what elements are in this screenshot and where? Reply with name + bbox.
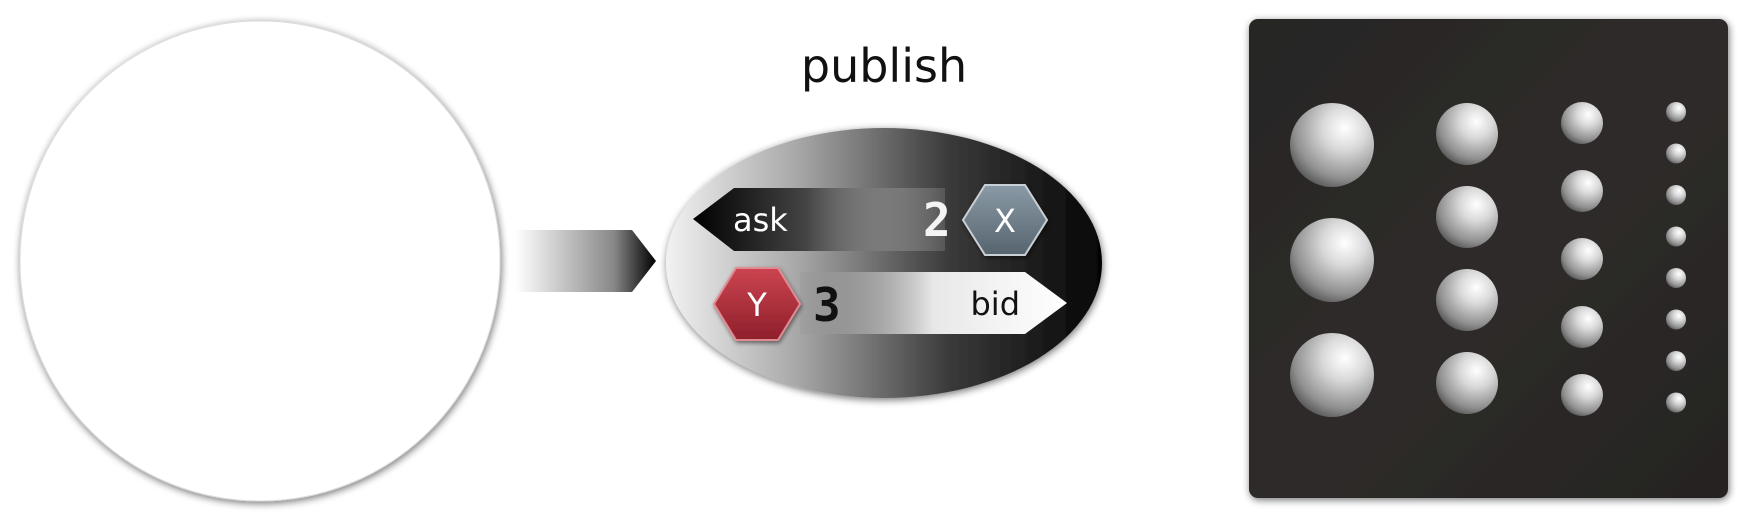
publish-arrow (515, 230, 656, 292)
order-sphere-tiny (1666, 226, 1686, 247)
order-sphere-tiny (1666, 309, 1686, 330)
order-oval (666, 128, 1102, 398)
order-sphere-tiny (1666, 351, 1686, 371)
order-sphere-tiny (1666, 102, 1686, 122)
ask-quantity: 2 (923, 193, 951, 247)
source-circle (19, 20, 501, 502)
order-sphere-medium (1436, 269, 1498, 331)
order-sphere-small (1561, 170, 1603, 212)
token-y-label: Y (746, 286, 767, 324)
order-sphere-small (1561, 374, 1603, 416)
token-x-label: X (994, 202, 1016, 240)
order-sphere-small (1561, 238, 1603, 280)
ask-label: ask (733, 201, 788, 239)
order-sphere-medium (1436, 186, 1498, 248)
order-sphere-small (1561, 306, 1603, 348)
order-sphere-tiny (1666, 143, 1686, 164)
order-sphere-small (1561, 102, 1603, 144)
order-sphere-medium (1436, 352, 1498, 414)
token-y-icon: Y (712, 267, 802, 341)
order-book-spheres (1290, 102, 1686, 417)
token-x-icon: X (961, 184, 1049, 256)
order-sphere-medium (1436, 103, 1498, 165)
order-sphere-large (1290, 333, 1374, 417)
order-sphere-large (1290, 103, 1374, 187)
bid-quantity: 3 (813, 278, 841, 332)
diagram-title: publish (801, 39, 967, 93)
order-sphere-tiny (1666, 185, 1686, 205)
bid-band (800, 272, 1067, 334)
order-sphere-large (1290, 218, 1374, 302)
bid-label: bid (970, 285, 1020, 323)
order-sphere-tiny (1666, 268, 1686, 288)
order-sphere-tiny (1666, 392, 1686, 413)
ask-band (693, 188, 945, 251)
